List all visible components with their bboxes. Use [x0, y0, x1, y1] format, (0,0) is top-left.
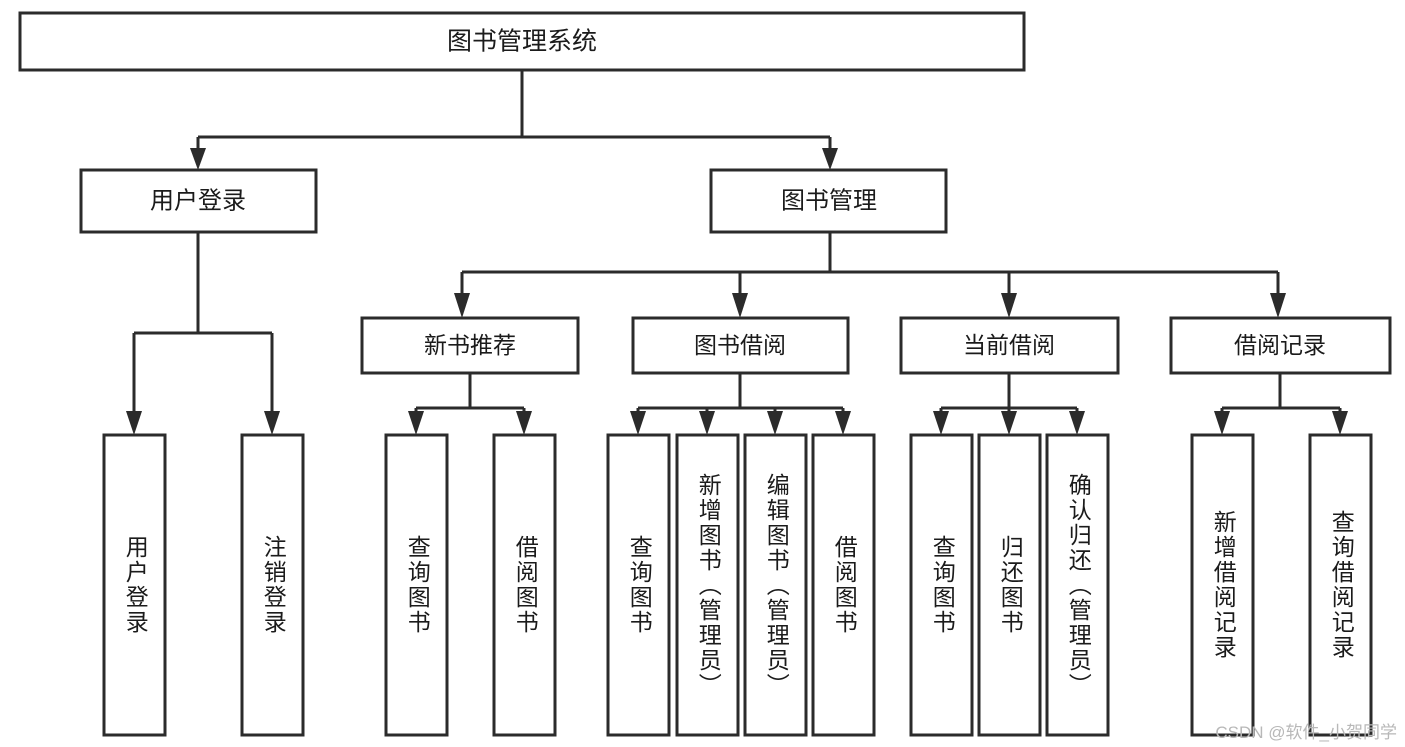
arrowhead-borrowbook-leaf3	[767, 411, 783, 435]
node-new-book-label: 新书推荐	[424, 332, 516, 358]
node-user-login[interactable]: 用户登录	[79, 168, 318, 234]
leaf-box-user-login-1[interactable]	[240, 433, 305, 737]
node-book-manage-label: 图书管理	[781, 187, 877, 214]
node-current-borrow-label: 当前借阅	[963, 332, 1055, 358]
leaf-box-current-borrow-2[interactable]	[1045, 433, 1110, 737]
node-borrow-book-label: 图书借阅	[694, 332, 786, 358]
node-borrow-record-box[interactable]	[1169, 316, 1392, 375]
root-node[interactable]: 图书管理系统	[18, 11, 1026, 72]
leaf-box-borrow-record-0[interactable]	[1190, 433, 1255, 737]
connectors	[126, 70, 1348, 435]
arrowhead-user-login	[190, 148, 206, 170]
arrowhead-borrowrecord-leaf1	[1214, 411, 1230, 435]
arrowhead-currentborrow	[1001, 293, 1017, 318]
arrowhead-borrowbook-leaf1	[630, 411, 646, 435]
arrowhead-borrowbook-leaf4	[835, 411, 851, 435]
leaf-box-user-login-0[interactable]	[102, 433, 167, 737]
arrowhead-currentborrow-leaf3	[1069, 411, 1085, 435]
leaf-box-new-book-1[interactable]	[492, 433, 557, 737]
arrowhead-borrowbook-leaf2	[699, 411, 715, 435]
arrowhead-newbook-leaf1	[408, 411, 424, 435]
arrowhead-currentborrow-leaf2	[1001, 411, 1017, 435]
node-book-manage-box[interactable]	[709, 168, 948, 234]
node-user-login-label: 用户登录	[150, 187, 246, 214]
arrowhead-book-manage	[822, 148, 838, 170]
leaf-box-current-borrow-1[interactable]	[977, 433, 1042, 737]
arrowhead-borrowrecord	[1270, 293, 1286, 318]
node-new-book[interactable]: 新书推荐	[360, 316, 580, 375]
node-book-manage[interactable]: 图书管理	[709, 168, 948, 234]
node-borrow-book-box[interactable]	[631, 316, 850, 375]
arrowhead-currentborrow-leaf1	[933, 411, 949, 435]
arrowhead-borrowrecord-leaf2	[1332, 411, 1348, 435]
node-borrow-record[interactable]: 借阅记录	[1169, 316, 1392, 375]
node-user-login-box[interactable]	[79, 168, 318, 234]
leaf-boxes	[102, 433, 1373, 737]
node-borrow-record-label: 借阅记录	[1234, 332, 1326, 358]
arrowhead-userlogin-leaf1	[126, 411, 142, 435]
leaf-box-new-book-0[interactable]	[384, 433, 449, 737]
csdn-watermark: CSDN @软件_小贺同学	[1215, 723, 1397, 742]
node-new-book-box[interactable]	[360, 316, 580, 375]
leaf-box-borrow-record-1[interactable]	[1308, 433, 1373, 737]
arrowhead-newbook	[454, 293, 470, 318]
node-borrow-book[interactable]: 图书借阅	[631, 316, 850, 375]
root-node-box[interactable]	[18, 11, 1026, 72]
node-current-borrow-box[interactable]	[899, 316, 1120, 375]
arrowhead-borrowbook	[732, 293, 748, 318]
leaf-box-borrow-book-0[interactable]	[606, 433, 671, 737]
leaf-box-borrow-book-1[interactable]	[675, 433, 740, 737]
node-current-borrow[interactable]: 当前借阅	[899, 316, 1120, 375]
leaf-box-borrow-book-2[interactable]	[743, 433, 808, 737]
arrowhead-userlogin-leaf2	[264, 411, 280, 435]
root-node-label: 图书管理系统	[447, 28, 597, 56]
arrowhead-newbook-leaf2	[516, 411, 532, 435]
leaf-box-current-borrow-0[interactable]	[909, 433, 974, 737]
leaf-box-borrow-book-3[interactable]	[811, 433, 876, 737]
